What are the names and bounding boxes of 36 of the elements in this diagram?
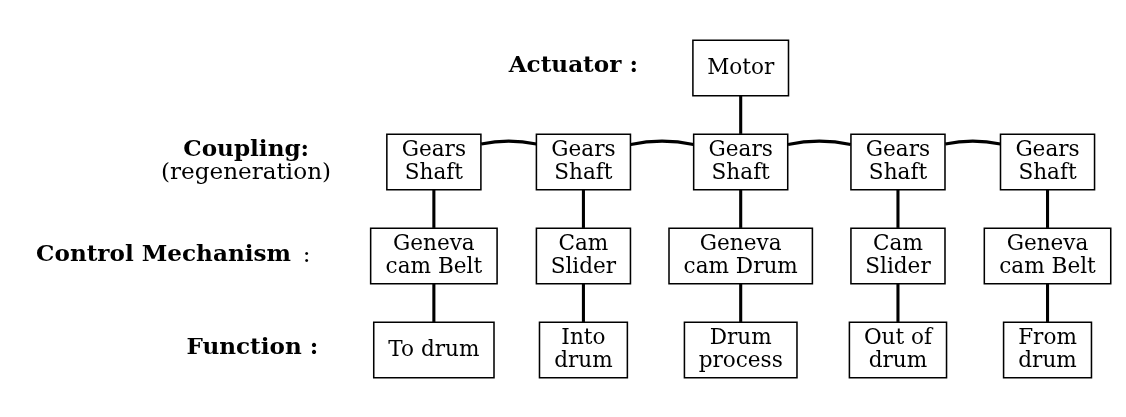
connector bbox=[739, 95, 743, 134]
connector bbox=[480, 139, 537, 146]
node-box: Geneva cam Belt bbox=[983, 227, 1112, 285]
label: Function : bbox=[186, 331, 319, 359]
connector bbox=[1046, 283, 1050, 322]
label: Coupling: bbox=[183, 133, 310, 161]
connector bbox=[896, 189, 900, 228]
connector bbox=[945, 139, 1001, 146]
label: : bbox=[302, 240, 311, 267]
connector bbox=[581, 283, 585, 322]
node-box: Into drum bbox=[538, 321, 629, 379]
connector bbox=[630, 139, 694, 146]
node-box: Cam Slider bbox=[535, 227, 632, 285]
node-box: Out of drum bbox=[848, 321, 948, 379]
node-box: Gears Shaft bbox=[692, 132, 789, 190]
connector bbox=[1046, 189, 1050, 228]
node-box: Motor bbox=[692, 38, 790, 96]
node-box: Gears Shaft bbox=[386, 132, 482, 190]
connector bbox=[432, 283, 436, 322]
node-box: Cam Slider bbox=[850, 227, 946, 285]
connector bbox=[896, 283, 900, 322]
node-box: Gears Shaft bbox=[535, 132, 632, 190]
node-box: Gears Shaft bbox=[999, 132, 1096, 190]
node-box: Geneva cam Belt bbox=[369, 227, 498, 285]
label: Actuator : bbox=[508, 49, 638, 77]
node-box: To drum bbox=[372, 321, 495, 379]
node-box: Drum process bbox=[683, 321, 798, 379]
connector bbox=[739, 189, 743, 228]
node-box: From drum bbox=[1002, 321, 1093, 379]
node-box: Geneva cam Drum bbox=[668, 227, 814, 285]
connector bbox=[432, 189, 436, 228]
connector bbox=[581, 189, 585, 228]
connector bbox=[787, 139, 851, 146]
label: Control Mechanism bbox=[36, 238, 291, 266]
connector bbox=[739, 283, 743, 322]
node-box: Gears Shaft bbox=[850, 132, 946, 190]
